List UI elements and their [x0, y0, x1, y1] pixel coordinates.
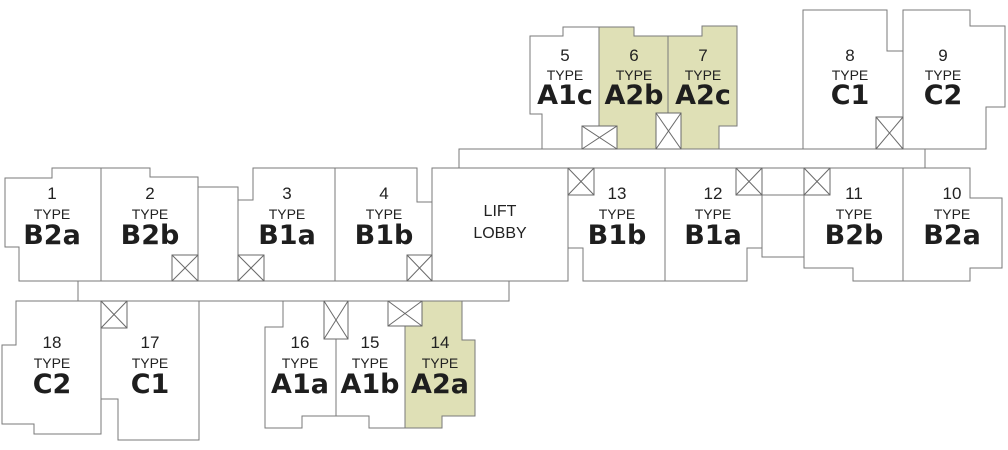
unit-type-code: A2a: [411, 369, 469, 400]
unit-number: 13: [608, 184, 627, 203]
lift-shaft-icon: [323, 300, 349, 340]
unit-type-code: A1b: [340, 369, 399, 400]
unit-10-outline[interactable]: [902, 167, 1003, 282]
unit-number: 12: [704, 184, 723, 203]
unit-number: 8: [845, 46, 854, 65]
lift-shaft-icons: [100, 112, 904, 340]
unit-type-code: B1a: [684, 220, 742, 251]
type-label: TYPE: [282, 355, 319, 371]
upper-corridor: [458, 148, 926, 169]
unit-type-code: B2a: [923, 220, 981, 251]
type-label: TYPE: [836, 206, 873, 222]
unit-14-outline[interactable]: [404, 300, 476, 429]
lift-shaft-icon: [567, 167, 595, 196]
lift-shaft-icon: [803, 167, 831, 196]
unit-type-code: C1: [131, 369, 170, 400]
unit-type-code: B1b: [588, 220, 647, 251]
lift-shaft-icon: [406, 254, 433, 282]
unit-number: 4: [379, 184, 388, 203]
type-label: TYPE: [832, 67, 869, 83]
unit-type-code: B1b: [355, 220, 414, 251]
unit-number: 3: [282, 184, 291, 203]
unit-type-code: C1: [831, 80, 870, 111]
type-label: TYPE: [695, 206, 732, 222]
unit-type-code: A2c: [675, 80, 731, 111]
type-label: TYPE: [132, 355, 169, 371]
type-label: TYPE: [934, 206, 971, 222]
unit-type-code: A2b: [604, 80, 663, 111]
unit-type-code: A1a: [271, 369, 329, 400]
type-label: TYPE: [685, 67, 722, 83]
unit-type-code: B2b: [825, 220, 884, 251]
lift-shaft-icon: [171, 254, 199, 282]
unit-number: 6: [629, 46, 638, 65]
type-label: TYPE: [547, 67, 584, 83]
type-label: TYPE: [34, 355, 71, 371]
unit-type-code: A1c: [537, 80, 593, 111]
unit-type-code: C2: [924, 80, 963, 111]
unit-number: 7: [698, 46, 707, 65]
lift-shaft-icon: [655, 112, 682, 150]
unit-number: 9: [938, 46, 947, 65]
lift-shaft-icon: [237, 254, 265, 282]
unit-number: 1: [47, 184, 56, 203]
unit-number: 18: [43, 333, 62, 352]
unit-number: 10: [943, 184, 962, 203]
lift-shaft-icon: [581, 125, 618, 150]
unit-type-code: B1a: [258, 220, 316, 251]
type-label: TYPE: [269, 206, 306, 222]
unit-number: 17: [141, 333, 160, 352]
type-label: TYPE: [34, 206, 71, 222]
unit-17-outline[interactable]: [100, 300, 200, 441]
unit-number: 14: [431, 333, 450, 352]
lift-shaft-icon: [875, 116, 904, 150]
type-label: TYPE: [925, 67, 962, 83]
lift-shaft-icon: [735, 167, 763, 196]
unit-type-code: B2b: [121, 220, 180, 251]
unit-number: 15: [361, 333, 380, 352]
service-space: [197, 186, 239, 282]
unit-type-code: B2a: [23, 220, 81, 251]
type-label: TYPE: [422, 355, 459, 371]
type-label: TYPE: [599, 206, 636, 222]
unit-9-outline[interactable]: [902, 9, 1006, 150]
lift-shaft-icon: [387, 300, 423, 327]
unit-number: 2: [145, 184, 154, 203]
lift-lobby-label-line1: LIFT: [484, 203, 517, 220]
lift-lobby-outline: [431, 167, 569, 282]
lift-shaft-icon: [100, 300, 128, 329]
unit-type-code: C2: [33, 369, 72, 400]
service-space: [761, 194, 805, 258]
type-label: TYPE: [132, 206, 169, 222]
lower-corridor: [77, 280, 510, 302]
type-label: TYPE: [366, 206, 403, 222]
unit-number: 11: [845, 184, 863, 203]
type-label: TYPE: [616, 67, 653, 83]
unit-number: 5: [560, 46, 569, 65]
type-label: TYPE: [352, 355, 389, 371]
lift-lobby-label-line2: LOBBY: [473, 225, 527, 242]
unit-number: 16: [291, 333, 310, 352]
unit-7-outline[interactable]: [667, 25, 738, 150]
unit-2-outline[interactable]: [100, 167, 199, 282]
